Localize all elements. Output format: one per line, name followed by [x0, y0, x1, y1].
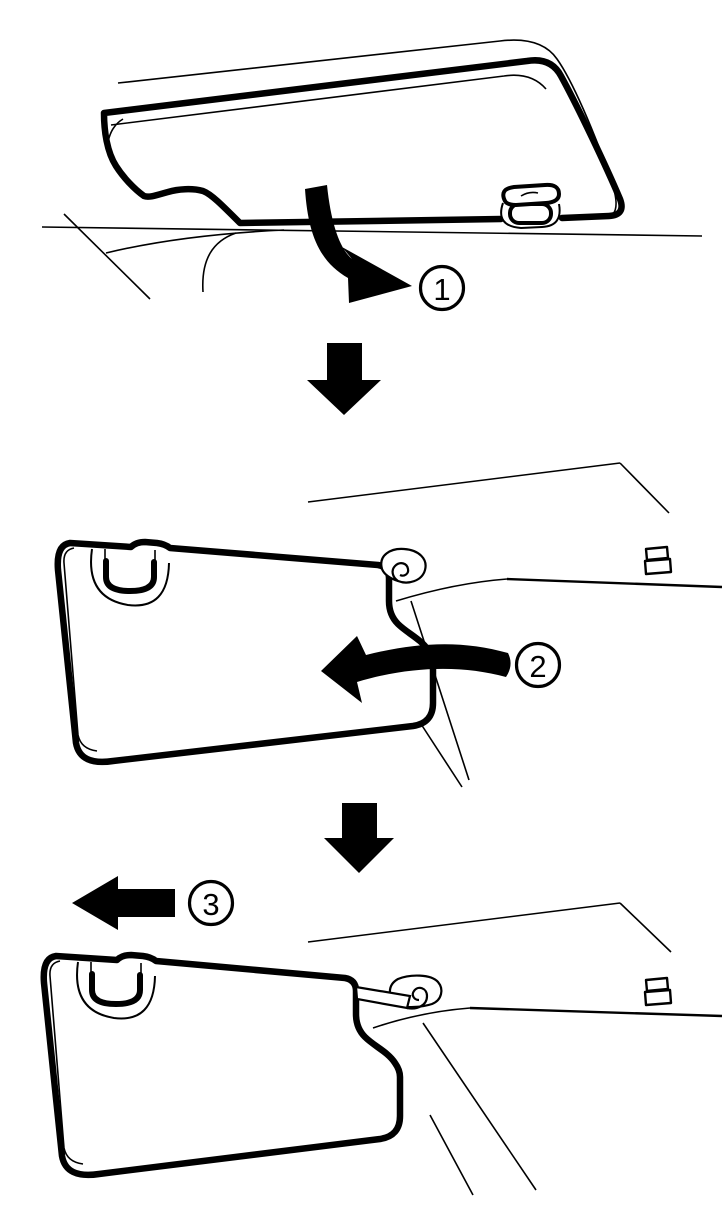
door-frame-line: [506, 577, 722, 589]
hook-curl: [391, 562, 410, 582]
visor-detached-outline: [40, 951, 404, 1179]
headliner-corner-line: [619, 902, 672, 953]
a-pillar-line: [63, 213, 151, 300]
side-clip: [643, 545, 673, 576]
a-pillar-line-long: [410, 600, 470, 781]
visor-stowed-outline: [100, 57, 625, 227]
step-3-label: 3: [187, 879, 235, 927]
step-3-circle: [187, 879, 235, 927]
mirror-outline-a: [105, 229, 285, 254]
unhook-left-arrow-icon: [321, 636, 511, 703]
pivot-bar: [103, 558, 157, 595]
step-3-number: 3: [202, 887, 219, 922]
side-clip-top: [644, 976, 670, 993]
visor-pivot-pocket: [90, 548, 170, 607]
swing-down-arrow-icon: [305, 185, 412, 303]
a-pillar-line-short: [420, 723, 463, 788]
visor-inner-edge-line: [49, 960, 84, 1165]
headliner-line: [307, 462, 621, 503]
step-1-number: 1: [433, 272, 450, 307]
side-clip-bottom: [643, 557, 673, 576]
rod-hook-curl: [406, 986, 429, 1010]
headliner-edge-curve: [395, 578, 508, 602]
visor-inner-edge-line: [63, 547, 98, 752]
headliner-edge-curve: [372, 1007, 471, 1029]
step-1-label: 1: [418, 264, 466, 312]
visor-lowered-outline: [54, 538, 437, 766]
visor-retainer-clip: [500, 182, 561, 230]
step-3-illustration: 3: [40, 876, 722, 1196]
step-1-illustration: 1: [41, 39, 703, 312]
pivot-bar: [89, 971, 143, 1008]
windshield-header-line: [41, 226, 703, 237]
pivot-pocket-outline: [90, 548, 170, 607]
remove-left-arrow-icon: [72, 876, 175, 930]
step-2-label: 2: [514, 641, 562, 689]
clip-cap: [501, 182, 561, 207]
center-hook-released: [354, 974, 443, 1010]
side-clip: [643, 976, 673, 1007]
center-hook: [380, 547, 427, 584]
step-2-illustration: 2: [54, 462, 722, 788]
clip-slot-line: [520, 191, 539, 197]
headliner-line: [117, 39, 617, 215]
step-1-circle: [418, 264, 466, 312]
headliner-corner-line: [619, 462, 670, 514]
step-2-circle: [514, 641, 562, 689]
visor-pivot-pocket: [76, 961, 156, 1020]
visor-top-inner-line: [110, 74, 547, 126]
step-2-number: 2: [529, 649, 546, 684]
side-clip-top: [644, 545, 670, 562]
a-pillar-line-long: [422, 1022, 537, 1191]
headliner-line: [307, 902, 621, 943]
flow-down-arrow-1-icon: [307, 343, 381, 415]
side-clip-bottom: [643, 988, 673, 1007]
door-frame-line: [469, 1006, 722, 1018]
a-pillar-line-short: [429, 1114, 474, 1196]
mirror-outline-b: [202, 232, 237, 293]
flow-down-arrow-2-icon: [324, 803, 394, 873]
pivot-pocket-outline: [76, 961, 156, 1020]
